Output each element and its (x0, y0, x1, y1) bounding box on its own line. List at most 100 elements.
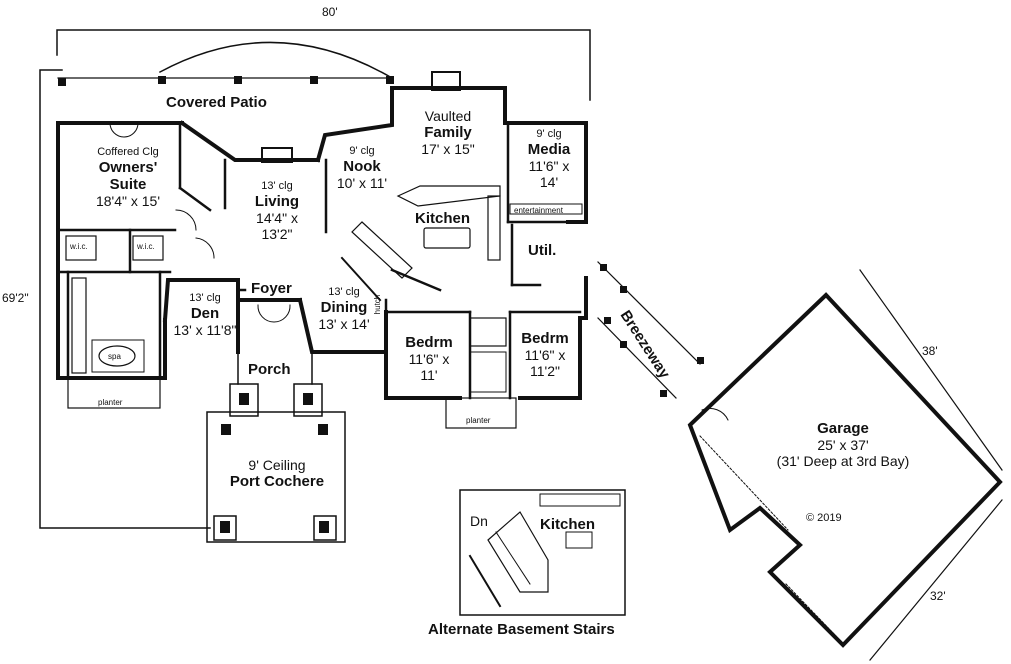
family-name: Family (424, 124, 472, 142)
spa-tub (98, 345, 136, 367)
posts (58, 76, 704, 533)
util-label: Util. (528, 242, 557, 259)
copyright-label: © 2019 (806, 512, 842, 524)
port-cochere-name: Port Cochere (229, 473, 325, 491)
planter-left-label: planter (98, 398, 123, 407)
breezeway-edge-top (597, 261, 701, 365)
inset-kitchen-label: Kitchen (540, 516, 596, 533)
media-ceiling: 9' clg (536, 128, 562, 140)
owners-suite-label: Coffered Clg Owners' Suite 18'4" x 15' (78, 146, 178, 209)
bedrm-right-size-1: 11'6" x (524, 347, 566, 364)
spa-label: spa (108, 352, 121, 361)
wic-right-label: w.i.c. (137, 242, 155, 251)
garage-dim-line-right (859, 269, 1003, 471)
nook-name: Nook (343, 157, 381, 175)
living-size-1: 14'4" x (256, 209, 298, 226)
dining-label: 13' clg Dining 13' x 14' (308, 286, 380, 332)
owners-door (175, 209, 197, 231)
garage-walls (687, 292, 1003, 648)
media-name: Media (527, 140, 571, 158)
owners-size: 18'4" x 15' (95, 193, 161, 210)
inset-caption: Alternate Basement Stairs (428, 621, 615, 638)
garage-dim-line-bottom (869, 499, 1003, 661)
bedrm-right-size-2: 11'2" (530, 363, 560, 380)
wic-right-box (132, 235, 164, 261)
planter-left-box (67, 377, 161, 409)
living-ceiling: 13' clg (261, 180, 293, 192)
bedrm-right-name: Bedrm (521, 330, 569, 347)
nook-ceiling: 9' clg (349, 145, 375, 157)
planter-right-box (445, 397, 517, 429)
inset-island (565, 531, 593, 549)
width-dimension: 80' (322, 5, 338, 19)
porch-post-right (293, 383, 323, 417)
family-ceiling: Vaulted (424, 108, 472, 124)
owners-ceiling: Coffered Clg (97, 146, 159, 158)
depth-dimension: 69'2" (2, 291, 29, 305)
covered-patio-label: Covered Patio (166, 94, 267, 111)
hutch-counter (351, 221, 413, 279)
kitchen-label: Kitchen (415, 210, 471, 227)
bedrm-left-size-2: 11' (420, 367, 438, 384)
den-door (195, 237, 215, 259)
kitchen-island (423, 227, 471, 249)
garage-door-1 (699, 435, 789, 531)
port-cochere-ceiling: 9' Ceiling (248, 457, 306, 473)
cochere-post-bl (213, 515, 237, 541)
spa-deck (91, 339, 145, 373)
garage-size: 25' x 37' (817, 437, 869, 454)
den-ceiling: 13' clg (189, 292, 221, 304)
garage-name: Garage (817, 420, 869, 437)
bedrm-right-label: Bedrm 11'6" x 11'2" (512, 330, 578, 379)
dining-size: 13' x 14' (318, 315, 370, 332)
den-size: 13' x 11'8" (173, 321, 237, 338)
den-label: 13' clg Den 13' x 11'8" (166, 292, 244, 338)
inset-stair-rail (495, 531, 531, 585)
living-name: Living (254, 192, 300, 210)
garage-depth-dimension: 32' (930, 589, 946, 603)
depth-dimension-line (39, 69, 211, 529)
media-size-2: 14' (539, 173, 559, 190)
nook-size: 10' x 11' (336, 174, 388, 191)
nook-label: 9' clg Nook 10' x 11' (330, 145, 394, 191)
port-cochere-outline (206, 411, 346, 543)
porch-post-left (229, 383, 259, 417)
planter-right-label: planter (466, 416, 491, 425)
port-cochere-label: 9' Ceiling Port Cochere (215, 457, 339, 490)
owners-patio-door (109, 122, 139, 138)
inset-frame (459, 489, 626, 616)
patio-arch (158, 41, 394, 80)
media-size-1: 11'6" x (528, 157, 570, 174)
inset-wall (468, 554, 502, 608)
bath-room (469, 351, 507, 393)
bedrm-left-size-1: 11'6" x (408, 351, 450, 368)
bedrm-left-name: Bedrm (405, 334, 453, 351)
foyer-label: Foyer (251, 280, 292, 297)
family-label: Vaulted Family 17' x 15" (410, 108, 486, 157)
garage-door-2 (785, 583, 837, 637)
breezeway-edge-bottom (597, 317, 677, 399)
den-name: Den (190, 304, 220, 322)
inset-dn-label: Dn (470, 513, 488, 529)
media-label: 9' clg Media 11'6" x 14' (516, 128, 582, 190)
bath-vanity (469, 317, 507, 347)
entertainment-label: entertainment (514, 206, 563, 215)
front-door (257, 304, 291, 323)
owners-name: Owners' Suite (98, 158, 158, 193)
living-label: 13' clg Living 14'4" x 13'2" (244, 180, 310, 242)
dining-ceiling: 13' clg (328, 286, 360, 298)
angled-wall (340, 256, 382, 302)
living-fireplace (261, 147, 293, 163)
garage-side-dimension: 38' (922, 344, 938, 358)
inset-stairs (487, 511, 549, 593)
media-entertainment-unit (509, 203, 583, 215)
wic-left-box (65, 235, 97, 261)
living-size-2: 13'2" (261, 225, 293, 242)
garage-label: Garage 25' x 37' (31' Deep at 3rd Bay) (758, 420, 928, 469)
kitchen-bar (396, 185, 501, 207)
garage-note: (31' Deep at 3rd Bay) (776, 453, 910, 470)
family-size: 17' x 15" (421, 141, 475, 158)
shower-stall (71, 277, 87, 374)
width-dimension-line (56, 29, 591, 101)
